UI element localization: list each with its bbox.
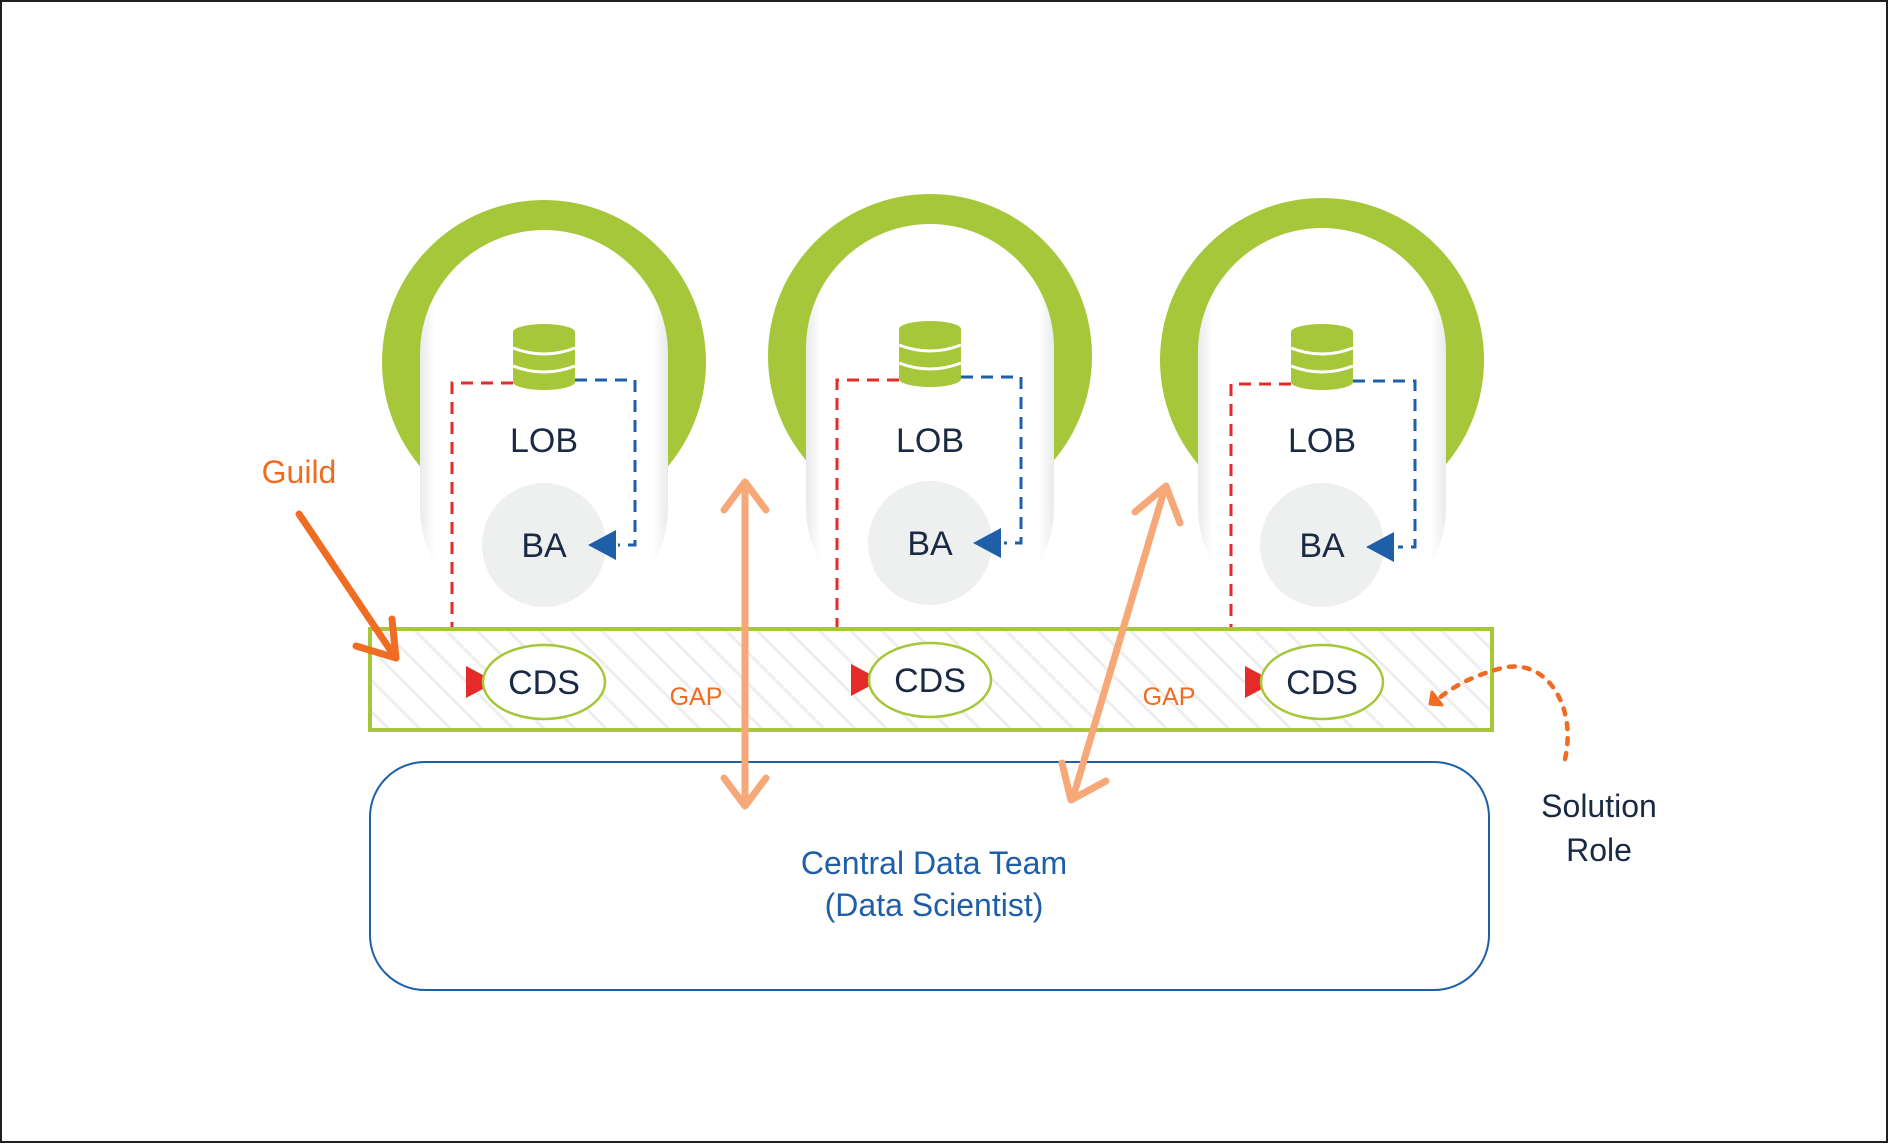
central-data-team: Central Data Team (Data Scientist) xyxy=(369,761,1490,991)
blue-dashed-route xyxy=(1353,379,1417,549)
gap-arrow-1 xyxy=(720,478,770,810)
solution-role-line1: Solution xyxy=(1541,788,1657,824)
database-icon xyxy=(512,324,576,390)
guild-band-border xyxy=(368,627,1494,732)
solution-role-annotation: Solution Role xyxy=(1428,664,1657,868)
ba-label: BA xyxy=(907,525,953,563)
blue-arrow-icon xyxy=(1366,532,1394,562)
blue-dashed-route xyxy=(575,378,637,547)
blue-arrow-icon xyxy=(973,528,1001,558)
solution-role-curved-arrow xyxy=(1432,664,1570,762)
gap-label-1: GAP xyxy=(670,683,723,711)
lob-unit-1: LOB BA xyxy=(382,200,706,684)
lob-label: LOB xyxy=(1288,422,1356,460)
ba-circle xyxy=(868,481,992,605)
gap-label-2: GAP xyxy=(1143,683,1196,711)
cds-ellipse xyxy=(867,641,993,719)
central-team-title: Central Data Team xyxy=(801,845,1067,881)
gap-arrow-2 xyxy=(1058,482,1184,804)
lob-label: LOB xyxy=(510,422,578,460)
arrow-icon xyxy=(1131,482,1184,527)
cds-node-2: CDS xyxy=(851,641,993,719)
ba-label: BA xyxy=(1299,527,1345,565)
red-arrow-icon xyxy=(466,666,496,698)
cds-label: CDS xyxy=(894,662,966,700)
cds-node-3: CDS xyxy=(1245,643,1385,721)
arrow-icon xyxy=(1058,759,1110,804)
lob-label: LOB xyxy=(896,422,964,460)
cds-ellipse xyxy=(481,643,607,721)
solution-role-line2: Role xyxy=(1566,832,1632,868)
arrow-icon xyxy=(720,774,770,810)
cds-label: CDS xyxy=(1286,664,1358,702)
database-icon xyxy=(1290,324,1354,390)
lob-unit-2: LOB BA xyxy=(768,194,1092,682)
database-icon xyxy=(898,321,962,387)
cds-ellipse xyxy=(1259,643,1385,721)
guild-pointer-arrow xyxy=(295,510,397,658)
ba-label: BA xyxy=(521,527,567,565)
arrow-icon xyxy=(1428,690,1444,707)
ba-circle xyxy=(482,483,606,607)
cds-node-1: CDS xyxy=(466,643,607,721)
ba-circle xyxy=(1260,483,1384,607)
cds-label: CDS xyxy=(508,664,580,702)
central-team-box xyxy=(369,761,1490,991)
arrow-icon xyxy=(352,615,400,662)
arrow-icon xyxy=(720,478,770,514)
red-arrow-icon xyxy=(851,664,881,696)
central-team-subtitle: (Data Scientist) xyxy=(825,887,1044,923)
guild-annotation: Guild xyxy=(262,454,400,662)
guild-label: Guild xyxy=(262,454,337,490)
lob-unit-3: LOB BA xyxy=(1160,198,1484,684)
blue-dashed-route xyxy=(961,375,1023,545)
blue-arrow-icon xyxy=(588,530,616,560)
